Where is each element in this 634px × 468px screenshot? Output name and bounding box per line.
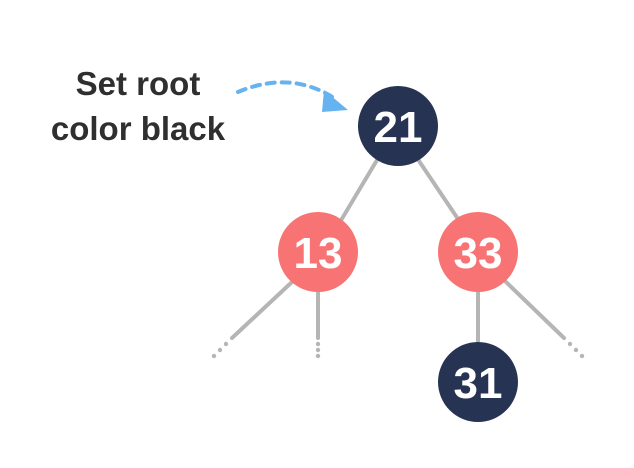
annotation-line-1: Set root — [76, 65, 201, 102]
ellipsis-left-icon — [211, 341, 229, 359]
edge-21-13 — [338, 153, 382, 224]
ellipsis-middle-icon — [315, 341, 321, 359]
node-13: 13 — [278, 212, 358, 292]
annotation-line-2: color black — [51, 110, 226, 147]
node-13-label: 13 — [294, 229, 343, 278]
node-21-circle — [358, 86, 438, 166]
node-31: 31 — [438, 342, 518, 422]
arrowhead-icon — [322, 90, 348, 112]
node-31-circle — [438, 342, 518, 422]
edge-21-33 — [413, 153, 462, 224]
node-31-label: 31 — [454, 359, 503, 408]
dashed-arrow — [236, 80, 348, 112]
node-33-label: 33 — [454, 229, 503, 278]
node-33-circle — [438, 212, 518, 292]
edge-33-right-stub — [504, 280, 566, 340]
node-21-label: 21 — [374, 103, 423, 152]
edge-13-left-stub — [230, 280, 294, 340]
ellipsis-right-icon — [567, 341, 585, 359]
node-13-circle — [278, 212, 358, 292]
node-21: 21 — [358, 86, 438, 166]
arrow-curve — [236, 80, 336, 100]
node-33: 33 — [438, 212, 518, 292]
tree-edges — [230, 153, 566, 344]
